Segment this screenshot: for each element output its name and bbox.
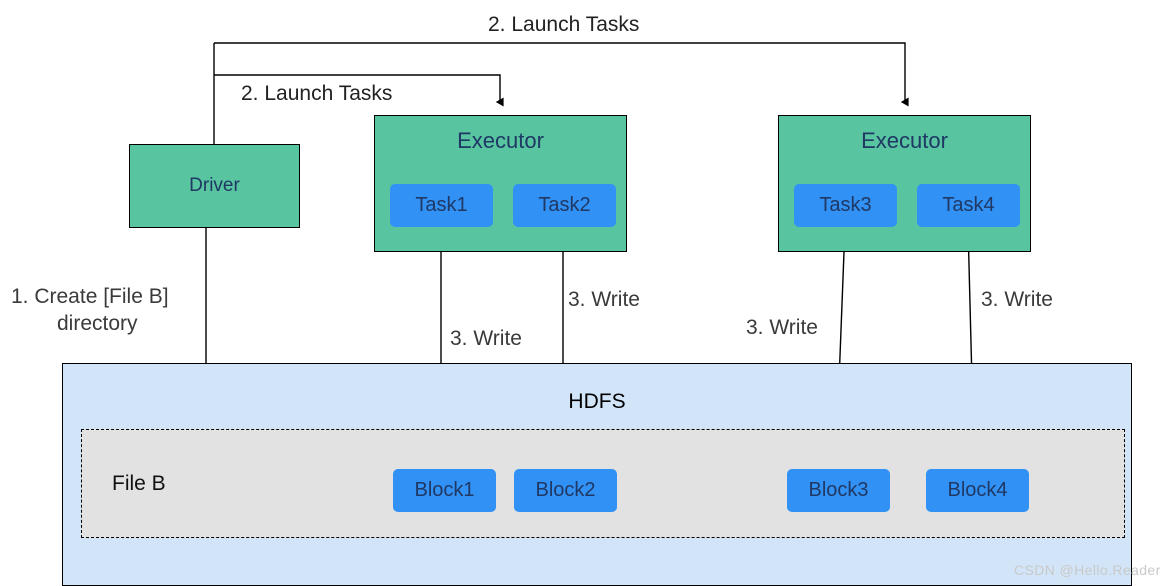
edge-label-write-task1: 3. Write xyxy=(450,327,522,350)
edge-label-create-directory-line1: 1. Create [File B] xyxy=(11,285,169,308)
block-chip-block4[interactable]: Block4 xyxy=(926,469,1029,512)
edge-label-write-task4: 3. Write xyxy=(981,288,1053,311)
file-b-container: File B Block1 Block2 Block3 Block4 xyxy=(81,429,1125,538)
executor-node-2[interactable]: Executor Task3 Task4 xyxy=(778,115,1031,252)
executor-label-2: Executor xyxy=(861,128,948,153)
task-chip-task2[interactable]: Task2 xyxy=(513,184,616,227)
hdfs-container: HDFS File B Block1 Block2 Block3 Block4 xyxy=(62,363,1132,586)
edge-label-create-directory-line2: directory xyxy=(57,312,138,335)
block-chip-block2[interactable]: Block2 xyxy=(514,469,617,512)
driver-node[interactable]: Driver xyxy=(129,144,300,228)
edge-label-launch-tasks-left: 2. Launch Tasks xyxy=(241,82,393,105)
file-b-label: File B xyxy=(112,471,166,495)
hdfs-label: HDFS xyxy=(568,390,626,413)
watermark-label: CSDN @Hello.Reader xyxy=(1014,562,1161,578)
task-chip-task1[interactable]: Task1 xyxy=(390,184,493,227)
edge-label-write-task2: 3. Write xyxy=(568,288,640,311)
edge-label-write-task3: 3. Write xyxy=(746,316,818,339)
executor-node-1[interactable]: Executor Task1 Task2 xyxy=(374,115,627,252)
task-chip-task4[interactable]: Task4 xyxy=(917,184,1020,227)
edge-label-launch-tasks-top: 2. Launch Tasks xyxy=(488,13,640,36)
task-chip-task3[interactable]: Task3 xyxy=(794,184,897,227)
block-chip-block3[interactable]: Block3 xyxy=(787,469,890,512)
executor-label-1: Executor xyxy=(457,128,544,153)
block-chip-block1[interactable]: Block1 xyxy=(393,469,496,512)
driver-label: Driver xyxy=(189,175,240,196)
